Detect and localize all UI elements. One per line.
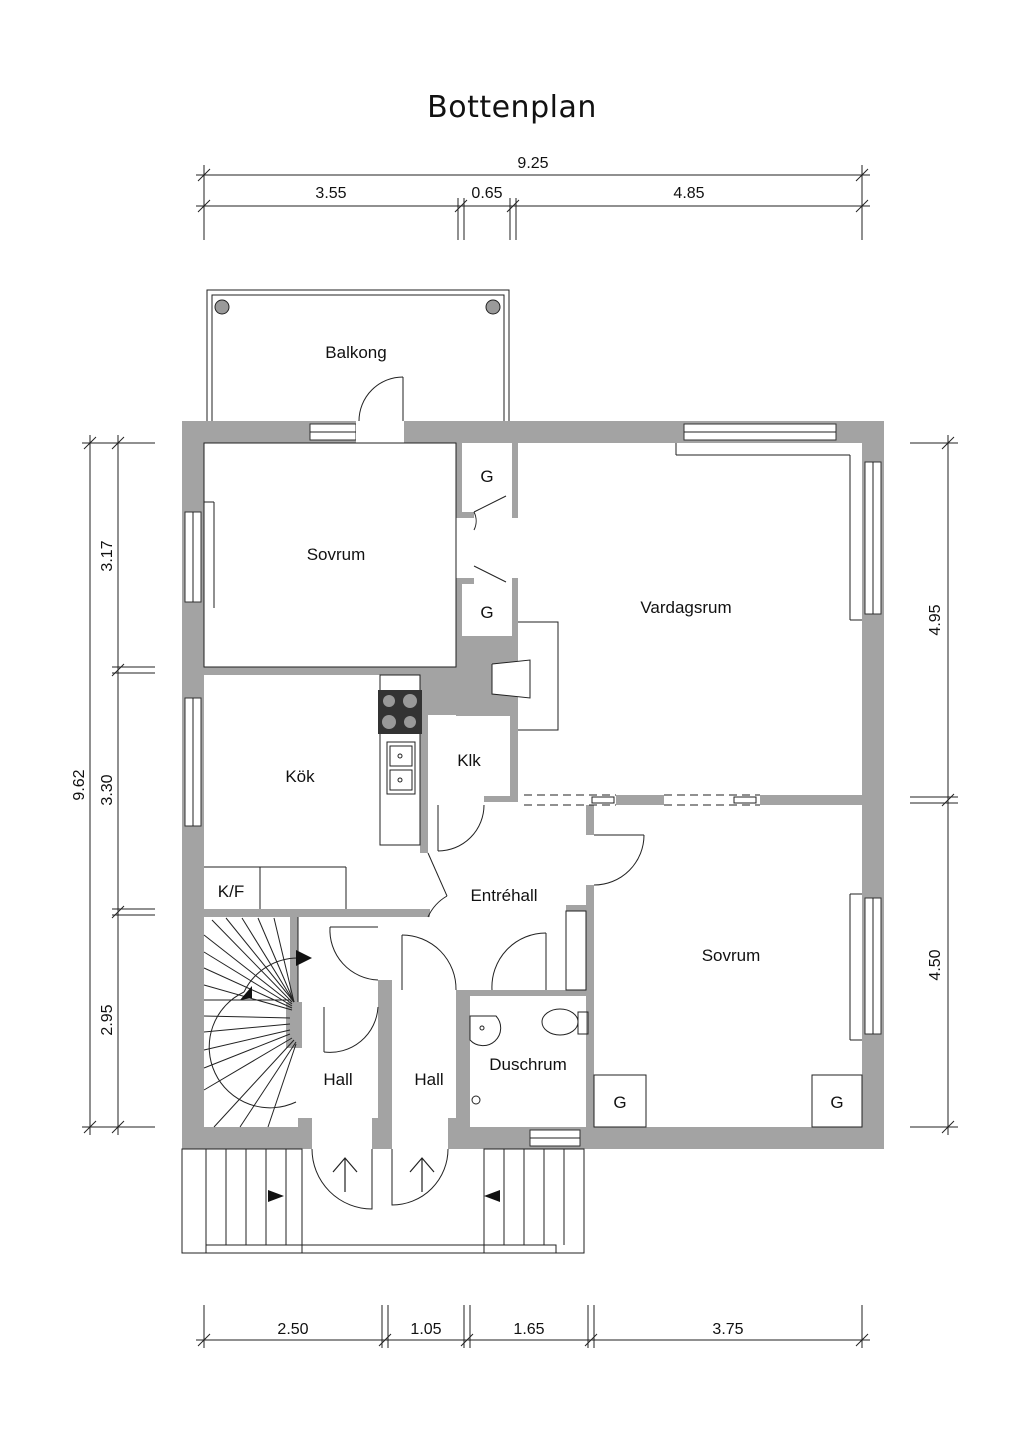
windows	[184, 421, 882, 1149]
dimension-left-segment: 3.30	[99, 774, 116, 805]
post-icon	[485, 299, 501, 315]
room-label-closet: G	[480, 467, 493, 486]
stair-arrow-icon	[296, 950, 312, 966]
toilet-icon	[541, 1008, 589, 1036]
room-label-balcony: Balkong	[325, 343, 386, 362]
room-label-cloakroom: Klk	[457, 751, 481, 770]
dimension-top-total: 9.25	[517, 155, 548, 172]
page-title: Bottenplan	[427, 90, 597, 125]
entry-arrow-icon	[332, 1157, 435, 1192]
room-label-closet: G	[613, 1093, 626, 1112]
post-icon	[214, 299, 230, 315]
dimension-left-segment: 2.95	[99, 1004, 116, 1035]
dimension-top-segment: 0.65	[471, 185, 502, 202]
room-label-bedroom: Sovrum	[307, 545, 366, 564]
room-label-hall: Hall	[414, 1070, 443, 1089]
dimension-top-segment: 4.85	[673, 185, 704, 202]
dimension-left-total: 9.62	[71, 769, 88, 800]
front-steps	[205, 1149, 565, 1245]
door-swings	[311, 376, 645, 1210]
dimension-bottom-segment: 3.75	[712, 1321, 743, 1338]
dimension-lines	[82, 165, 958, 1348]
room-label-living-room: Vardagsrum	[640, 598, 731, 617]
stove-icon	[378, 690, 422, 734]
dimension-bottom-segment: 1.05	[410, 1321, 441, 1338]
step-arrow-icon	[268, 1190, 284, 1202]
dimension-top-segment: 3.55	[315, 185, 346, 202]
room-label-closet: G	[480, 603, 493, 622]
room-label-bedroom: Sovrum	[702, 946, 761, 965]
staircase	[203, 917, 301, 1128]
room-label-hall: Hall	[323, 1070, 352, 1089]
stair-arrow-icon	[240, 986, 252, 1000]
washbasin-icon	[469, 1015, 502, 1047]
dimension-bottom-segment: 1.65	[513, 1321, 544, 1338]
dimension-bottom-segment: 2.50	[277, 1321, 308, 1338]
dimension-right-segment: 4.50	[927, 949, 944, 980]
room-label-shower-room: Duschrum	[489, 1055, 566, 1074]
dimension-left-segment: 3.17	[99, 540, 116, 571]
room-label-closet: G	[830, 1093, 843, 1112]
room-label-entrance-hall: Entréhall	[470, 886, 537, 905]
floor-drain-icon	[471, 1095, 481, 1105]
step-arrow-icon	[484, 1190, 500, 1202]
interior-outlines	[181, 442, 863, 1254]
room-label-kitchen: Kök	[285, 767, 315, 786]
room-label-fridge-freezer: K/F	[218, 882, 244, 901]
sink-icon	[386, 741, 416, 795]
dimension-right-segment: 4.95	[927, 604, 944, 635]
